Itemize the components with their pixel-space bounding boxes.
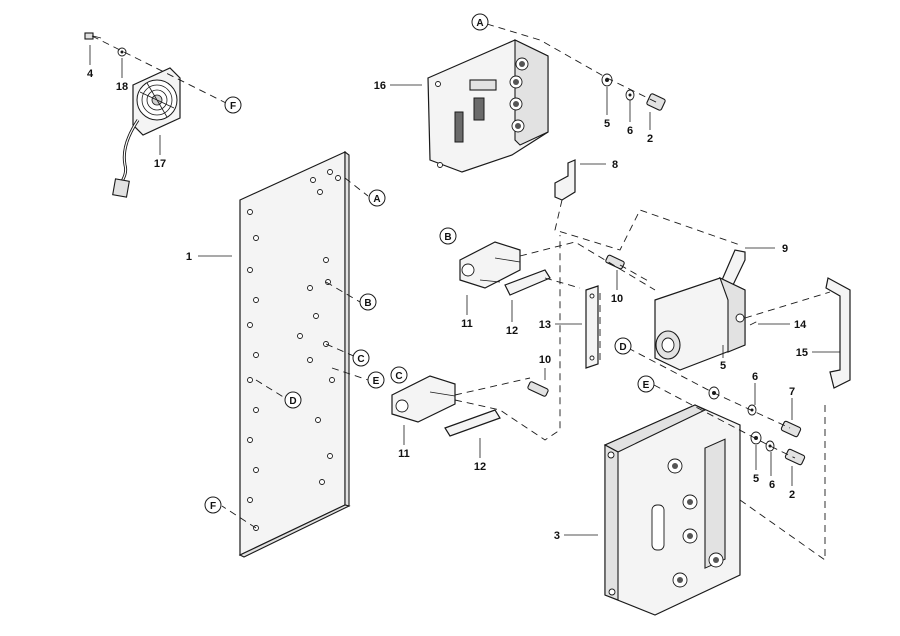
fan-washer [117, 47, 127, 57]
strip-13 [585, 285, 599, 369]
reference-letters: A A B B C C D D E E F F [204, 13, 655, 514]
connection-lines [91, 23, 831, 561]
svg-text:C: C [395, 371, 402, 382]
leader-lines [89, 45, 840, 536]
svg-text:F: F [210, 501, 216, 512]
callout-10: 10 [539, 354, 551, 366]
callout-2: 2 [647, 133, 653, 145]
callout-4: 4 [87, 68, 94, 80]
svg-text:E: E [373, 376, 380, 387]
svg-text:E: E [643, 380, 650, 391]
ref-circle-b: B [359, 293, 377, 311]
ref-circle-e: E [367, 371, 385, 389]
callout-12: 12 [506, 325, 518, 337]
svg-text:D: D [619, 342, 626, 353]
callout-2: 2 [789, 489, 795, 501]
callout-1: 1 [186, 251, 192, 263]
lower-controller [603, 404, 741, 616]
callout-18: 18 [116, 81, 128, 93]
callout-13: 13 [539, 319, 551, 331]
svg-text:A: A [373, 194, 380, 205]
bracket-8 [554, 159, 576, 201]
ref-circle-a: A [471, 13, 489, 31]
svg-text:C: C [357, 354, 364, 365]
bracket-15 [825, 277, 851, 389]
callout-5: 5 [604, 118, 610, 130]
callout-10: 10 [611, 293, 623, 305]
bracket-9 [721, 249, 746, 286]
callout-9: 9 [782, 243, 788, 255]
svg-text:D: D [289, 396, 296, 407]
ref-circle-e: E [637, 375, 655, 393]
callout-7: 7 [789, 386, 795, 398]
callout-6: 6 [752, 371, 758, 383]
ref-circle-d: D [284, 391, 302, 409]
callout-17: 17 [154, 158, 166, 170]
svg-text:B: B [364, 298, 371, 309]
ref-circle-d: D [614, 337, 632, 355]
ref-circle-c: C [352, 349, 370, 367]
mounting-plate [238, 150, 351, 558]
ref-circle-b: B [439, 227, 457, 245]
ref-circle-f: F [204, 496, 222, 514]
callout-numbers: 1 2 2 3 4 5 5 5 6 6 6 7 8 9 10 10 11 11 … [87, 68, 808, 542]
upper-controller [427, 39, 549, 173]
fuse-holder-lower [391, 375, 501, 437]
upper-hardware [601, 73, 666, 111]
callout-11: 11 [461, 318, 473, 330]
svg-text:A: A [476, 18, 483, 29]
ref-circle-a: A [368, 189, 386, 207]
fuse-holder-upper [459, 241, 551, 296]
ref-circle-f: F [224, 96, 242, 114]
svg-text:B: B [444, 232, 451, 243]
svg-text:F: F [230, 101, 236, 112]
callout-3: 3 [554, 530, 560, 542]
callout-12: 12 [474, 461, 486, 473]
contactor [654, 276, 746, 371]
ref-circle-c: C [390, 366, 408, 384]
callout-6: 6 [769, 479, 775, 491]
screw-10-lower [527, 381, 549, 397]
lower-hardware [708, 386, 806, 466]
callout-14: 14 [794, 319, 807, 331]
callout-8: 8 [612, 159, 618, 171]
callout-11: 11 [398, 448, 410, 460]
callout-16: 16 [374, 80, 386, 92]
callout-15: 15 [796, 347, 808, 359]
cooling-fan [112, 67, 181, 198]
callout-5: 5 [720, 360, 726, 372]
screw-10-upper [605, 254, 625, 270]
callout-6: 6 [627, 125, 633, 137]
callout-5: 5 [753, 473, 759, 485]
